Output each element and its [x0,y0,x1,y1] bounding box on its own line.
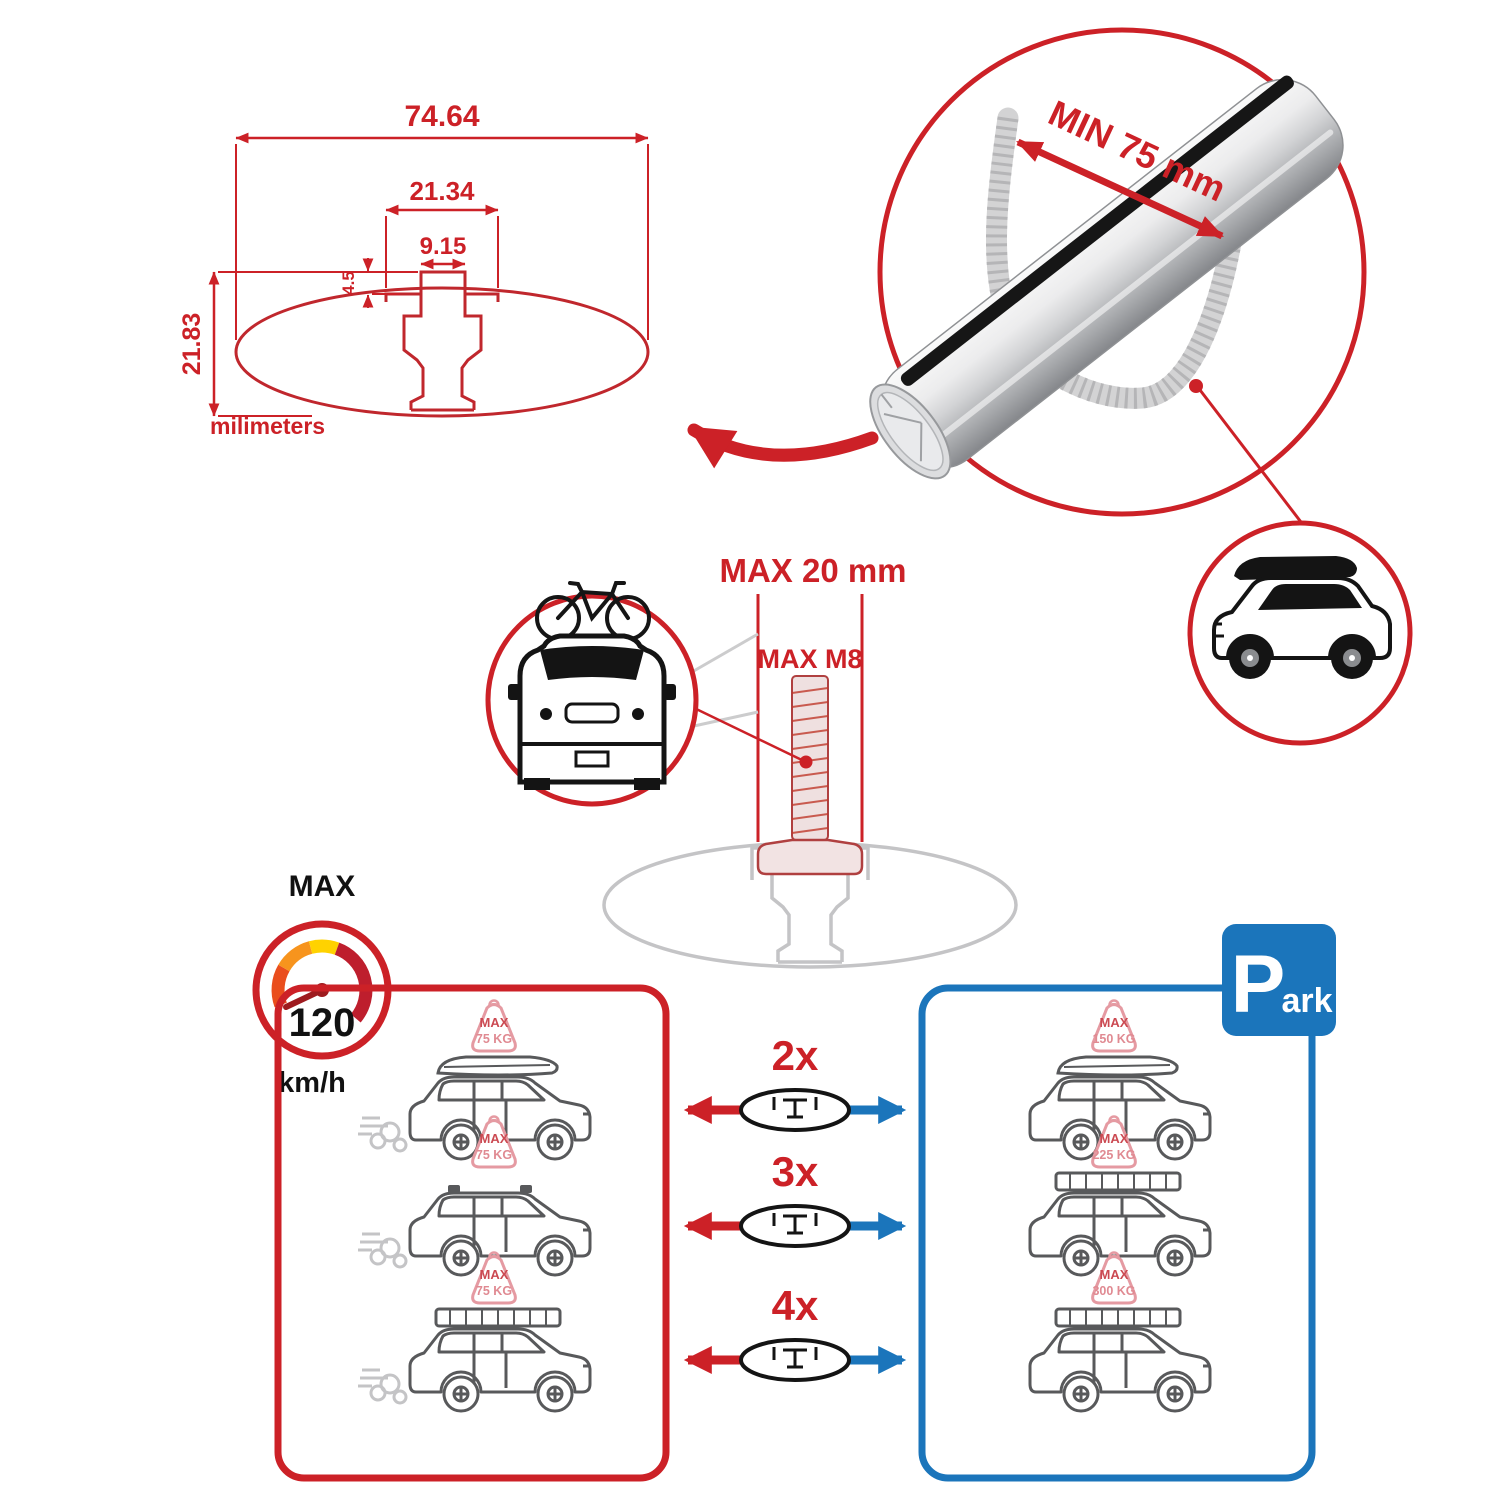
suv-wheels [1229,637,1373,679]
mirror-right [664,684,676,700]
dim-channel-inner-label: 9.15 [420,233,467,260]
multiplier-row-3: 4x [683,1282,907,1382]
pointer-arrow [687,423,879,469]
headlight-right [632,708,644,720]
park-sign-rest: ark [1281,982,1332,1020]
dim-lip: 4.5 [339,258,400,308]
load-sign-kg: 300 KG [1092,1284,1135,1298]
load-sign-kg: 75 KG [476,1148,512,1162]
units-label: milimeters [210,413,325,439]
max-width-label: MAX 20 mm [719,552,906,589]
gauge-value: 120 [289,1001,356,1045]
park-sign-board [1222,924,1336,1036]
profile-ellipse [234,286,650,418]
park-sign-letter: P [1231,939,1286,1030]
t-bolt-head [756,838,864,876]
license-plate [574,750,610,768]
suv-windows [1258,584,1362,610]
mirror-left [508,684,520,700]
load-sign-max: MAX [480,1131,509,1146]
parked-car-2: MAX 225 KG [1028,1115,1212,1277]
dim-channel-outer-label: 21.34 [409,176,475,206]
vehicle-leader-line [1198,389,1306,527]
headlight-left [540,708,552,720]
park-sign: P ark [1222,924,1336,1036]
parked-panel-border [918,984,1316,1482]
parked-panel: P ark MAX 150 KG MAX 225 KG MAX 300 KG [918,924,1336,1482]
dim-channel-outer: 21.34 [385,176,499,288]
load-sign-max: MAX [1100,1015,1129,1030]
parked-car-1: MAX 150 KG [1028,999,1212,1161]
suv-grille-lines [1214,622,1224,638]
load-sign-max: MAX [480,1015,509,1030]
driving-car-1: MAX 75 KG [356,999,592,1161]
max-thread-label: MAX M8 [757,644,862,674]
load-sign-max: MAX [480,1267,509,1282]
load-sign-max: MAX [1100,1131,1129,1146]
cross-section-drawing: 74.64 21.34 9.15 4.5 21.83 milimeters [178,100,650,439]
driving-car-3: MAX 75 KG [356,1251,592,1413]
multiplier-row-1: 2x [683,1032,907,1132]
min-span-arrow [1016,138,1224,240]
grille [564,702,620,724]
multiplier-rows: 2x 3x 4x [683,1032,907,1382]
driving-panel-border [274,984,670,1482]
dim-channel-inner: 9.15 [420,233,467,270]
dim-lip-label: 4.5 [339,271,358,295]
multiplier-row-2: 3x [683,1148,907,1248]
car-front-icon [508,633,676,790]
gauge-title: MAX [289,870,356,903]
multiplier-label: 3x [772,1148,819,1195]
vehicle-callout [1187,520,1413,746]
multiplier-label: 4x [772,1282,819,1329]
load-sign-kg: 225 KG [1092,1148,1135,1162]
driving-panel: MAX 75 KG MAX 75 KG MAX 75 KG [274,984,670,1482]
bike-car-callout [485,581,699,807]
gauge-units: km/h [278,1067,346,1099]
dim-total-height: 21.83 [178,271,418,417]
dim-total-height-label: 21.83 [178,313,206,376]
windshield [540,646,644,680]
parked-car-3: MAX 300 KG [1028,1251,1212,1413]
roof-box [1234,556,1357,580]
load-sign-kg: 75 KG [476,1032,512,1046]
load-sign-kg: 150 KG [1092,1032,1135,1046]
dim-total-width-label: 74.64 [404,100,479,133]
driving-car-2: MAX 75 KG [356,1115,592,1277]
dim-total-width: 74.64 [235,100,649,340]
t-bolt [756,675,864,876]
attachment-dot [1189,379,1203,393]
profile-channel [384,270,500,412]
bar-render-callout: MIN 75 mm [869,27,1367,517]
bike-car-leader [689,632,807,764]
load-sign-kg: 75 KG [476,1284,512,1298]
load-sign-max: MAX [1100,1267,1129,1282]
multiplier-label: 2x [772,1032,819,1079]
